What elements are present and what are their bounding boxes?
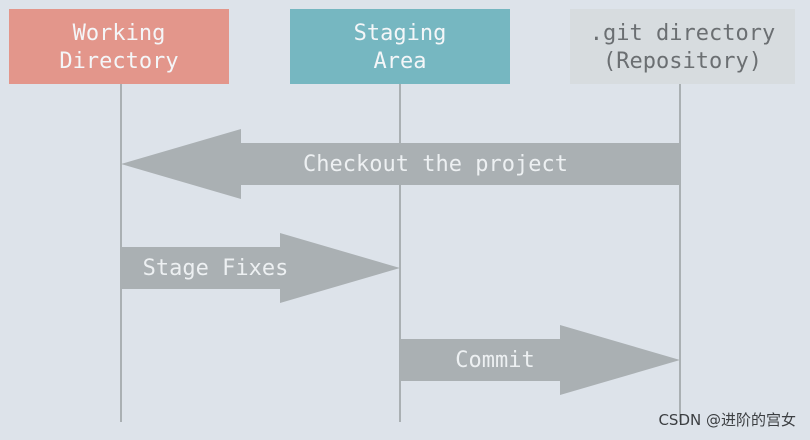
box-working-label-line: Directory <box>59 49 178 74</box>
arrow-staging-to-repo: Commit <box>400 325 680 395</box>
arrow-shape <box>121 129 680 199</box>
box-repo-label-line: .git directory <box>590 21 775 46</box>
box-staging-fill <box>290 9 510 84</box>
box-working-fill <box>9 9 229 84</box>
box-staging-label-line: Area <box>374 49 427 74</box>
box-working-label-line: Working <box>73 21 166 46</box>
arrow-repo-to-working: Checkout the project <box>121 129 680 199</box>
watermark: CSDN @进阶的宫女 <box>658 411 796 429</box>
arrow-shape <box>121 233 400 303</box>
arrow-label: Stage Fixes <box>143 256 289 281</box>
arrow-shape <box>400 325 680 395</box>
box-staging-label-line: Staging <box>354 21 447 46</box>
arrow-label: Checkout the project <box>303 152 568 177</box>
box-repo-fill <box>570 9 795 84</box>
arrow-working-to-staging: Stage Fixes <box>121 233 400 303</box>
arrow-label: Commit <box>455 348 534 373</box>
box-repo-label-line: (Repository) <box>603 49 762 74</box>
box-repo: .git directory (Repository) <box>570 9 795 84</box>
